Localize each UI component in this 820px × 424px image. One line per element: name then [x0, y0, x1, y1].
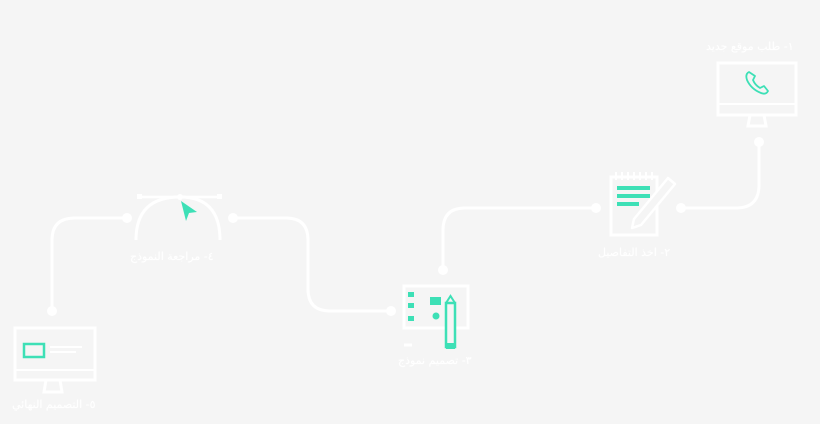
connector-3-4 [231, 216, 393, 313]
connector-4-5 [50, 216, 129, 313]
step-5-label: ٥- التصميم النهائي [12, 398, 96, 411]
connector-1-2 [679, 140, 761, 210]
phone-icon [745, 71, 769, 95]
connector-dots [47, 137, 764, 316]
connector-lines [50, 140, 761, 313]
phone-monitor-icon [716, 61, 798, 128]
bezier-cursor-icon [134, 194, 222, 241]
step-3-label: ٣- تصميم نموذج [398, 354, 472, 367]
notepad-pencil-icon [609, 172, 677, 237]
connector-2-3 [441, 206, 598, 272]
final-monitor-icon [13, 326, 97, 394]
step-4-label: ٤- مراجعة النموذج [130, 250, 214, 263]
step-1-label: ١- طلب موقع جديد [706, 40, 794, 53]
blueprint-pencil-icon [402, 284, 470, 349]
cursor-icon [181, 201, 197, 221]
step-2-label: ٢- اخذ التفاصيل [598, 246, 671, 259]
